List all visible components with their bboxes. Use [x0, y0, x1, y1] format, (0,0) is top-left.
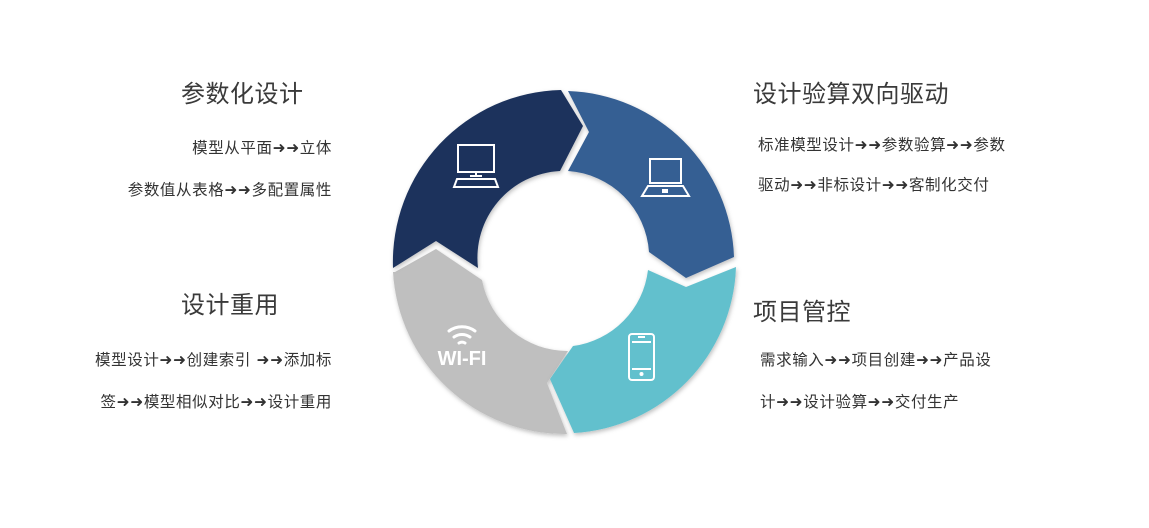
cycle-segment-bottom-left — [393, 249, 568, 435]
section-text-parametric-2: 参数值从表格➜➜多配置属性 — [127, 181, 332, 199]
section-title-reuse: 设计重用 — [181, 291, 279, 319]
cycle-diagram: WI-FI — [392, 90, 736, 435]
cycle-segment-top-right — [568, 91, 734, 278]
section-text-bidirectional-1: 标准模型设计➜➜参数验算➜➜参数 — [758, 136, 1006, 154]
laptop-icon — [640, 158, 691, 197]
wifi-icon — [447, 325, 477, 345]
section-text-bidirectional-2: 驱动➜➜非标设计➜➜客制化交付 — [758, 176, 990, 194]
section-text-reuse-2: 签➜➜模型相似对比➜➜设计重用 — [100, 393, 332, 411]
section-title-project: 项目管控 — [753, 298, 851, 326]
section-title-bidirectional: 设计验算双向驱动 — [753, 80, 949, 108]
section-text-reuse-1: 模型设计➜➜创建索引 ➜➜添加标 — [95, 351, 332, 369]
cycle-segment-bottom-right — [550, 267, 736, 433]
smartphone-icon — [628, 333, 655, 381]
section-text-parametric-1: 模型从平面➜➜立体 — [192, 139, 332, 157]
wifi-label: WI-FI — [438, 348, 487, 370]
section-text-project-1: 需求输入➜➜项目创建➜➜产品设 — [760, 351, 992, 369]
desktop-computer-icon — [452, 144, 500, 188]
section-title-parametric: 参数化设计 — [181, 80, 304, 108]
section-text-project-2: 计➜➜设计验算➜➜交付生产 — [760, 393, 960, 411]
